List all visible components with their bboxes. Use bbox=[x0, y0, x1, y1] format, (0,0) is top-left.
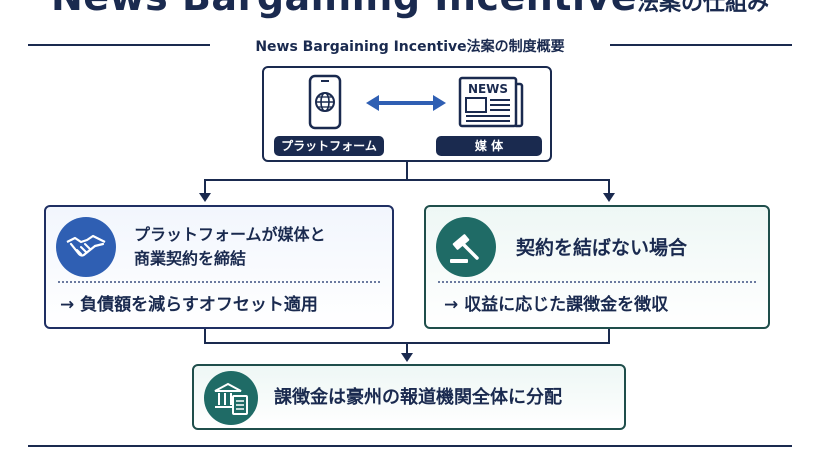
arrowhead-left bbox=[199, 193, 211, 202]
connector-left-drop bbox=[204, 179, 206, 195]
handshake-icon bbox=[56, 217, 116, 277]
arrowhead-right bbox=[603, 193, 615, 202]
smartphone-icon bbox=[308, 74, 342, 130]
bidirectional-arrow-icon bbox=[366, 95, 446, 111]
right-card-result: → 収益に応じた課徴金を徴収 bbox=[444, 295, 669, 315]
distribution-card: 課徴金は豪州の報道機関全体に分配 bbox=[192, 364, 626, 430]
page-title: News Bargaining Incentive法案の仕組み bbox=[0, 0, 820, 16]
left-card-result: → 負債額を減らすオフセット適用 bbox=[60, 295, 318, 315]
page-title-jp: 法案の仕組み bbox=[637, 0, 770, 16]
connector-right-rise bbox=[608, 329, 610, 343]
page-title-en: News Bargaining Incentive bbox=[51, 0, 637, 19]
subtitle-rule-left bbox=[28, 44, 210, 46]
gavel-icon bbox=[436, 217, 496, 277]
left-card-line1: プラットフォームが媒体と bbox=[134, 225, 326, 244]
right-card-divider bbox=[438, 281, 756, 283]
newspaper-masthead: NEWS bbox=[468, 82, 508, 96]
connector-left-rise bbox=[204, 329, 206, 343]
bank-document-icon bbox=[204, 371, 258, 425]
connector-right-drop bbox=[608, 179, 610, 195]
left-card-line2: 商業契約を締結 bbox=[134, 249, 247, 268]
subtitle: News Bargaining Incentive法案の制度概要 bbox=[255, 39, 565, 55]
right-card-line1: 契約を結ばない場合 bbox=[516, 237, 688, 259]
connector-bottom-stem bbox=[406, 342, 408, 354]
arrowhead-bottom bbox=[401, 353, 413, 362]
platform-media-box: NEWS プラットフォーム 媒 体 bbox=[262, 66, 552, 162]
distribution-text: 課徴金は豪州の報道機関全体に分配 bbox=[274, 387, 562, 408]
footer-rule bbox=[28, 445, 792, 447]
no-contract-card: 契約を結ばない場合 → 収益に応じた課徴金を徴収 bbox=[424, 205, 770, 329]
subtitle-rule-right bbox=[610, 44, 792, 46]
media-label: 媒 体 bbox=[436, 136, 542, 156]
left-card-divider bbox=[58, 281, 380, 283]
platform-label: プラットフォーム bbox=[274, 136, 384, 156]
connector-top-stem bbox=[406, 162, 408, 180]
contract-signed-card: プラットフォームが媒体と 商業契約を締結 → 負債額を減らすオフセット適用 bbox=[44, 205, 394, 329]
newspaper-icon: NEWS bbox=[458, 76, 524, 128]
connector-top-split bbox=[204, 179, 610, 181]
